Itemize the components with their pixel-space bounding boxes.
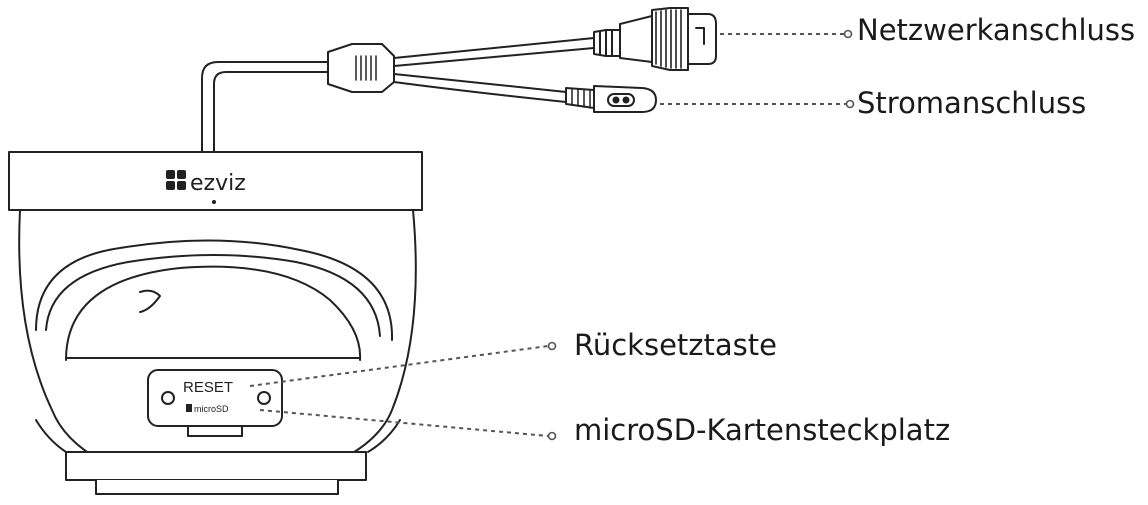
label-network-port: Netzwerkanschluss (857, 13, 1136, 47)
camera-top-band (8, 151, 423, 211)
leader-reset (249, 345, 549, 387)
camera-base (65, 451, 367, 481)
microsd-panel-text: microSD (194, 404, 229, 414)
ezviz-logo: ezviz (166, 170, 246, 196)
power-connector (565, 85, 657, 113)
label-reset-button: Rücksetztaste (574, 328, 777, 362)
power-cable (393, 73, 567, 93)
leader-sd (259, 409, 549, 437)
label-microsd-slot: microSD-Kartensteckplatz (574, 413, 951, 447)
label-power-port: Stromanschluss (857, 86, 1087, 120)
screw-right (257, 391, 271, 405)
logo-text: ezviz (190, 171, 246, 196)
network-cable (393, 37, 595, 59)
main-cable (201, 61, 329, 153)
screw-left (161, 391, 175, 405)
network-connector (593, 7, 717, 71)
reset-text: RESET (183, 379, 233, 396)
